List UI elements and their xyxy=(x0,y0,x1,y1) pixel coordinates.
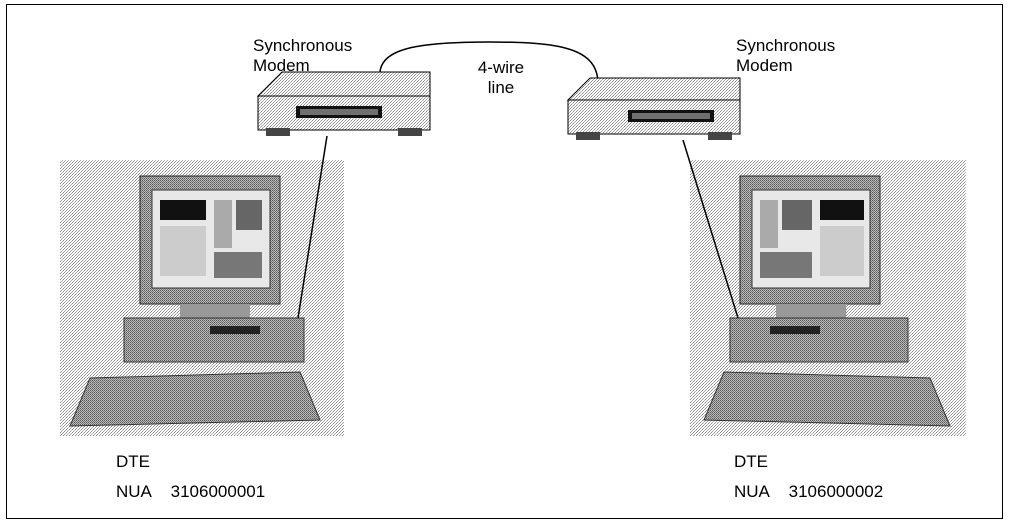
nua-value: 3106000002 xyxy=(789,482,884,502)
line-label-line2: line xyxy=(474,78,528,98)
dte-right-nua: NUA 3106000002 xyxy=(734,482,883,502)
modem-icon xyxy=(568,78,740,140)
modem-left-label: Synchronous Modem xyxy=(253,36,352,76)
modem-left-label-line1: Synchronous xyxy=(253,36,352,56)
line-label: 4-wire line xyxy=(474,58,528,98)
dte-left-title: DTE xyxy=(116,452,150,472)
nua-value: 3106000001 xyxy=(171,482,266,502)
line-label-line1: 4-wire xyxy=(474,58,528,78)
nua-label: NUA xyxy=(116,482,152,502)
dte-left-nua: NUA 3106000001 xyxy=(116,482,265,502)
nua-label: NUA xyxy=(734,482,770,502)
modem-left-label-line2: Modem xyxy=(253,56,352,76)
modem-icon xyxy=(258,72,430,136)
modem-right-label-line2: Modem xyxy=(736,56,835,76)
dte-right-title: DTE xyxy=(734,452,768,472)
modem-right-label: Synchronous Modem xyxy=(736,36,835,76)
modem-right-label-line1: Synchronous xyxy=(736,36,835,56)
